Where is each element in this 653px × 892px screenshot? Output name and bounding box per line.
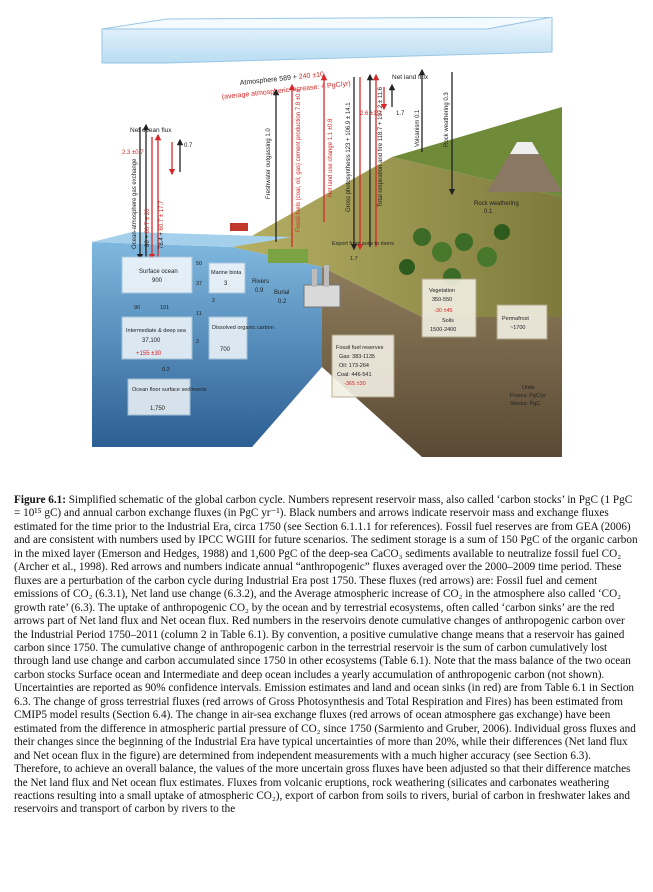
gas-exchange-values: 80 + 60.7 ± 20 xyxy=(145,208,151,247)
svg-text:900: 900 xyxy=(152,278,163,284)
fossil-fuel-label: Fossil fuels (coal, oil, gas) cement pro… xyxy=(296,88,302,232)
atmosphere-box: Atmosphere 589 + 240 ±10 (average atmosp… xyxy=(101,17,553,101)
svg-text:2: 2 xyxy=(212,298,215,304)
svg-text:1500-2400: 1500-2400 xyxy=(430,327,456,333)
svg-text:Permafrost: Permafrost xyxy=(502,316,529,322)
svg-text:~1700: ~1700 xyxy=(510,325,525,331)
ocean-flux-labels: 50 37 2 11 90 101 2 0.2 xyxy=(134,261,215,373)
land-use-change-label: Net land use change 1.1 ±0.8 xyxy=(328,118,334,197)
vertical-flux-arrows xyxy=(136,68,456,261)
burial-label: Burial 0.2 xyxy=(274,290,289,305)
net-land-flux-black: 1.7 xyxy=(396,111,405,117)
figure-caption: Figure 6.1: Simplified schematic of the … xyxy=(14,494,640,817)
svg-text:Oil: 173-264: Oil: 173-264 xyxy=(339,363,369,369)
svg-text:Ocean floor surface sediments: Ocean floor surface sediments xyxy=(132,387,207,393)
svg-text:101: 101 xyxy=(160,305,169,311)
carbon-cycle-diagram: Atmosphere 589 + 240 ±10 (average atmosp… xyxy=(92,17,562,485)
svg-text:37,100: 37,100 xyxy=(142,338,161,344)
fossil-reserves-box: Fossil fuel reserves Gas: 383-1135 Oil: … xyxy=(331,334,395,398)
svg-text:Units: Units xyxy=(522,385,535,391)
intermediate-deep-box: Intermediate & deep sea 37,100 +155 ±30 xyxy=(121,316,193,360)
units-legend: Units Fluxes: PgC/yr Stocks: PgC xyxy=(510,385,546,407)
svg-text:700: 700 xyxy=(220,347,231,353)
rock-weathering-flux-label: Rock weathering 0.3 xyxy=(444,92,450,147)
svg-text:90: 90 xyxy=(134,305,140,311)
svg-text:2: 2 xyxy=(196,339,199,345)
svg-text:3: 3 xyxy=(224,281,228,287)
svg-text:Soils: Soils xyxy=(442,318,454,324)
rock-weathering-value: 0.1 xyxy=(484,209,493,215)
total-respiration-label: Total respiration and fire 118.7 + 107.2… xyxy=(378,86,384,207)
svg-text:0.2: 0.2 xyxy=(162,367,170,373)
svg-text:Surface ocean: Surface ocean xyxy=(139,269,178,275)
vegetation-soils-box: Vegetation 350-550 -30 ±45 Soils 1500-24… xyxy=(421,278,477,338)
svg-text:1,750: 1,750 xyxy=(150,406,166,412)
svg-text:Dissolved organic carbon: Dissolved organic carbon xyxy=(212,325,274,331)
svg-text:Fluxes: PgC/yr: Fluxes: PgC/yr xyxy=(510,393,546,399)
svg-text:37: 37 xyxy=(196,281,202,287)
gas-exchange-values-2: 78.4 + 60.7 ± 17.7 xyxy=(159,200,165,249)
svg-text:Rivers: Rivers xyxy=(252,279,269,285)
svg-text:350-550: 350-550 xyxy=(432,297,452,303)
svg-text:50: 50 xyxy=(196,261,202,267)
net-ocean-flux-black: 0.7 xyxy=(184,143,193,149)
surface-ocean-box: Surface ocean 900 xyxy=(121,256,193,294)
svg-text:Vegetation: Vegetation xyxy=(429,288,455,294)
permafrost-box: Permafrost ~1700 xyxy=(496,304,548,340)
export-value: 1.7 xyxy=(350,256,358,262)
dissolved-organic-carbon-box: Dissolved organic carbon 700 xyxy=(208,316,274,360)
caption-label: Figure 6.1: xyxy=(14,494,66,506)
svg-text:Intermediate & deep sea: Intermediate & deep sea xyxy=(126,328,187,334)
svg-text:Burial: Burial xyxy=(274,290,289,296)
volcanism-label: Volcanism 0.1 xyxy=(415,109,421,147)
svg-text:Marine biota: Marine biota xyxy=(211,270,242,276)
net-ocean-flux-red: 2.3 ±0.7 xyxy=(122,150,144,156)
svg-text:+155 ±30: +155 ±30 xyxy=(136,351,162,357)
svg-text:Coal: 446-541: Coal: 446-541 xyxy=(337,372,372,378)
export-label: Export from soils to rivers xyxy=(332,241,394,247)
gas-exchange-label: Ocean-atmosphere gas exchange xyxy=(132,158,138,249)
net-land-flux-label: Net land flux xyxy=(392,74,429,81)
svg-text:0.2: 0.2 xyxy=(278,299,287,305)
seafloor-box: Ocean floor surface sediments 1,750 xyxy=(127,378,207,416)
power-plant xyxy=(303,265,341,308)
farm xyxy=(230,223,308,263)
svg-text:-365 ±30: -365 ±30 xyxy=(344,381,366,387)
rivers-label: Rivers 0.9 xyxy=(252,279,269,294)
freshwater-outgassing-label: Freshwater outgassing 1.0 xyxy=(266,128,272,199)
svg-text:Fossil fuel reserves: Fossil fuel reserves xyxy=(336,345,384,351)
svg-text:Stocks: PgC: Stocks: PgC xyxy=(510,401,540,407)
svg-text:11: 11 xyxy=(196,311,202,317)
caption-text: Simplified schematic of the global carbo… xyxy=(14,494,638,816)
svg-text:Gas: 383-1135: Gas: 383-1135 xyxy=(339,354,375,360)
net-ocean-flux-label: Net ocean flux xyxy=(130,127,172,134)
rock-weathering-label: Rock weathering xyxy=(474,201,519,207)
volcano xyxy=(487,142,562,192)
marine-biota-box: Marine biota 3 xyxy=(208,262,246,294)
svg-text:-30 ±45: -30 ±45 xyxy=(434,308,453,314)
gross-photosynthesis-label: Gross photosynthesis 123 + 106.9 ± 14.1 xyxy=(346,102,352,212)
net-land-flux-red: 2.6 ±1.2 xyxy=(360,111,382,117)
svg-text:0.9: 0.9 xyxy=(255,288,264,294)
